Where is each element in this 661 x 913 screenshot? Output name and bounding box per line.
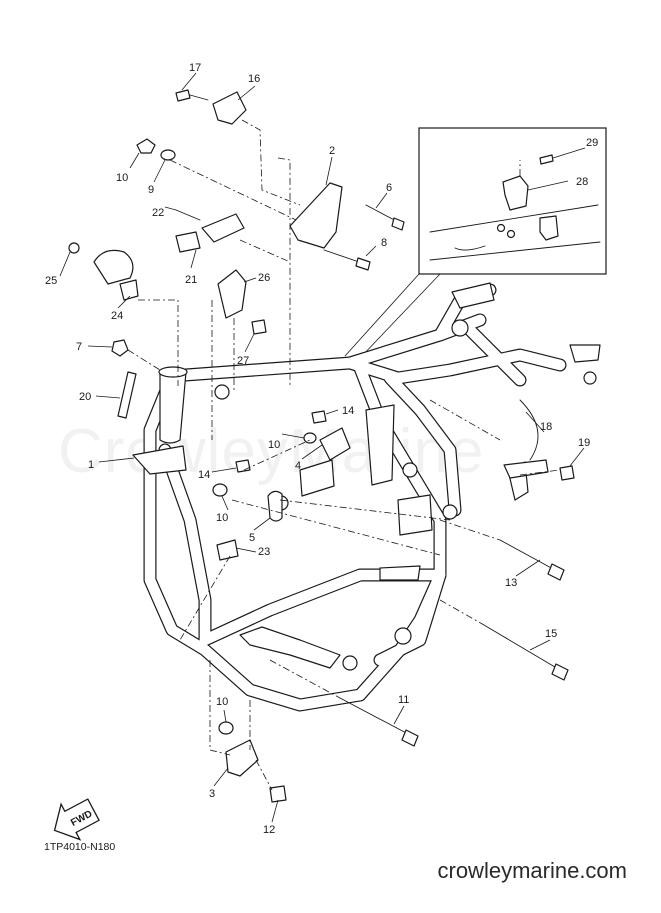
assembly-lines bbox=[127, 119, 561, 791]
callout-10c: 10 bbox=[216, 512, 228, 524]
callout-28: 28 bbox=[576, 176, 588, 188]
callout-12: 12 bbox=[263, 824, 275, 836]
callout-17: 17 bbox=[189, 62, 201, 74]
callout-24: 24 bbox=[111, 310, 123, 322]
callout-10a: 10 bbox=[116, 172, 128, 184]
callout-10d: 10 bbox=[216, 696, 228, 708]
callout-19: 19 bbox=[578, 437, 590, 449]
callout-9: 9 bbox=[148, 184, 154, 196]
callout-13: 13 bbox=[505, 577, 517, 589]
callout-1: 1 bbox=[88, 459, 94, 471]
inset-detail bbox=[344, 127, 607, 359]
callout-15: 15 bbox=[545, 628, 557, 640]
callout-11: 11 bbox=[398, 694, 409, 706]
callout-16: 16 bbox=[248, 73, 260, 85]
callout-14b: 14 bbox=[198, 469, 210, 481]
website-link[interactable]: crowleymarine.com bbox=[437, 858, 628, 883]
callout-29: 29 bbox=[586, 137, 598, 149]
callout-10b: 10 bbox=[268, 439, 280, 451]
callout-6: 6 bbox=[386, 182, 392, 194]
leader-lines bbox=[59, 72, 585, 823]
loose-parts bbox=[68, 89, 575, 803]
callout-27: 27 bbox=[237, 355, 249, 367]
callout-7: 7 bbox=[76, 341, 82, 353]
callout-21: 21 bbox=[185, 274, 197, 286]
callout-26: 26 bbox=[258, 272, 270, 284]
callout-18: 18 bbox=[540, 421, 552, 433]
callout-23: 23 bbox=[258, 546, 270, 558]
callout-20: 20 bbox=[79, 391, 91, 403]
callout-3: 3 bbox=[209, 788, 215, 800]
callout-8: 8 bbox=[381, 237, 387, 249]
callout-2: 2 bbox=[329, 145, 335, 157]
main-frame bbox=[132, 282, 601, 712]
callout-4: 4 bbox=[295, 460, 301, 472]
callout-5: 5 bbox=[249, 532, 255, 544]
diagram-code: 1TP4010-N180 bbox=[44, 841, 116, 853]
callout-22: 22 bbox=[152, 207, 164, 219]
callout-labels: 1 2 3 4 5 6 7 8 9 10 10 10 10 11 12 13 1… bbox=[45, 62, 598, 836]
callout-14a: 14 bbox=[342, 405, 354, 417]
fwd-arrow-icon: FWD bbox=[53, 798, 100, 841]
callout-25: 25 bbox=[45, 275, 57, 287]
